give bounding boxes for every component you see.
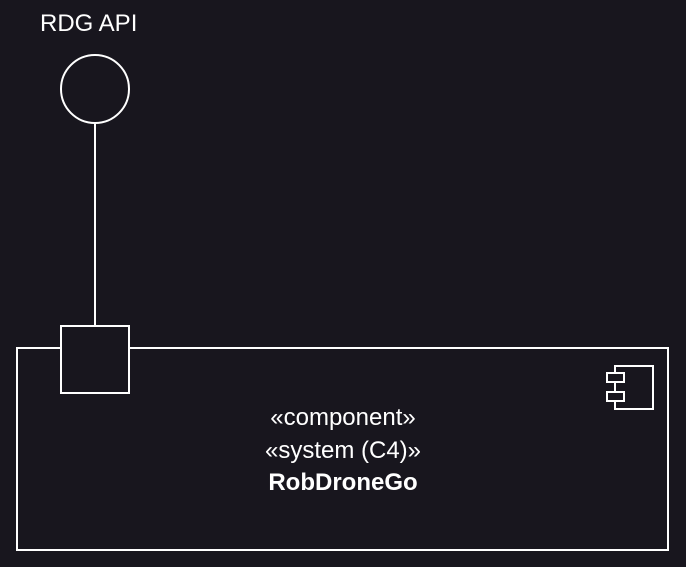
lollipop-interface-icon[interactable] xyxy=(60,54,130,124)
interface-label: RDG API xyxy=(40,10,138,37)
component-name: RobDroneGo xyxy=(268,469,418,496)
port-square[interactable] xyxy=(60,325,130,394)
component-box[interactable] xyxy=(16,347,669,551)
stereotype-component: «component» xyxy=(270,404,416,431)
component-icon xyxy=(606,365,654,410)
stereotype-system: «system (C4)» xyxy=(264,437,422,464)
